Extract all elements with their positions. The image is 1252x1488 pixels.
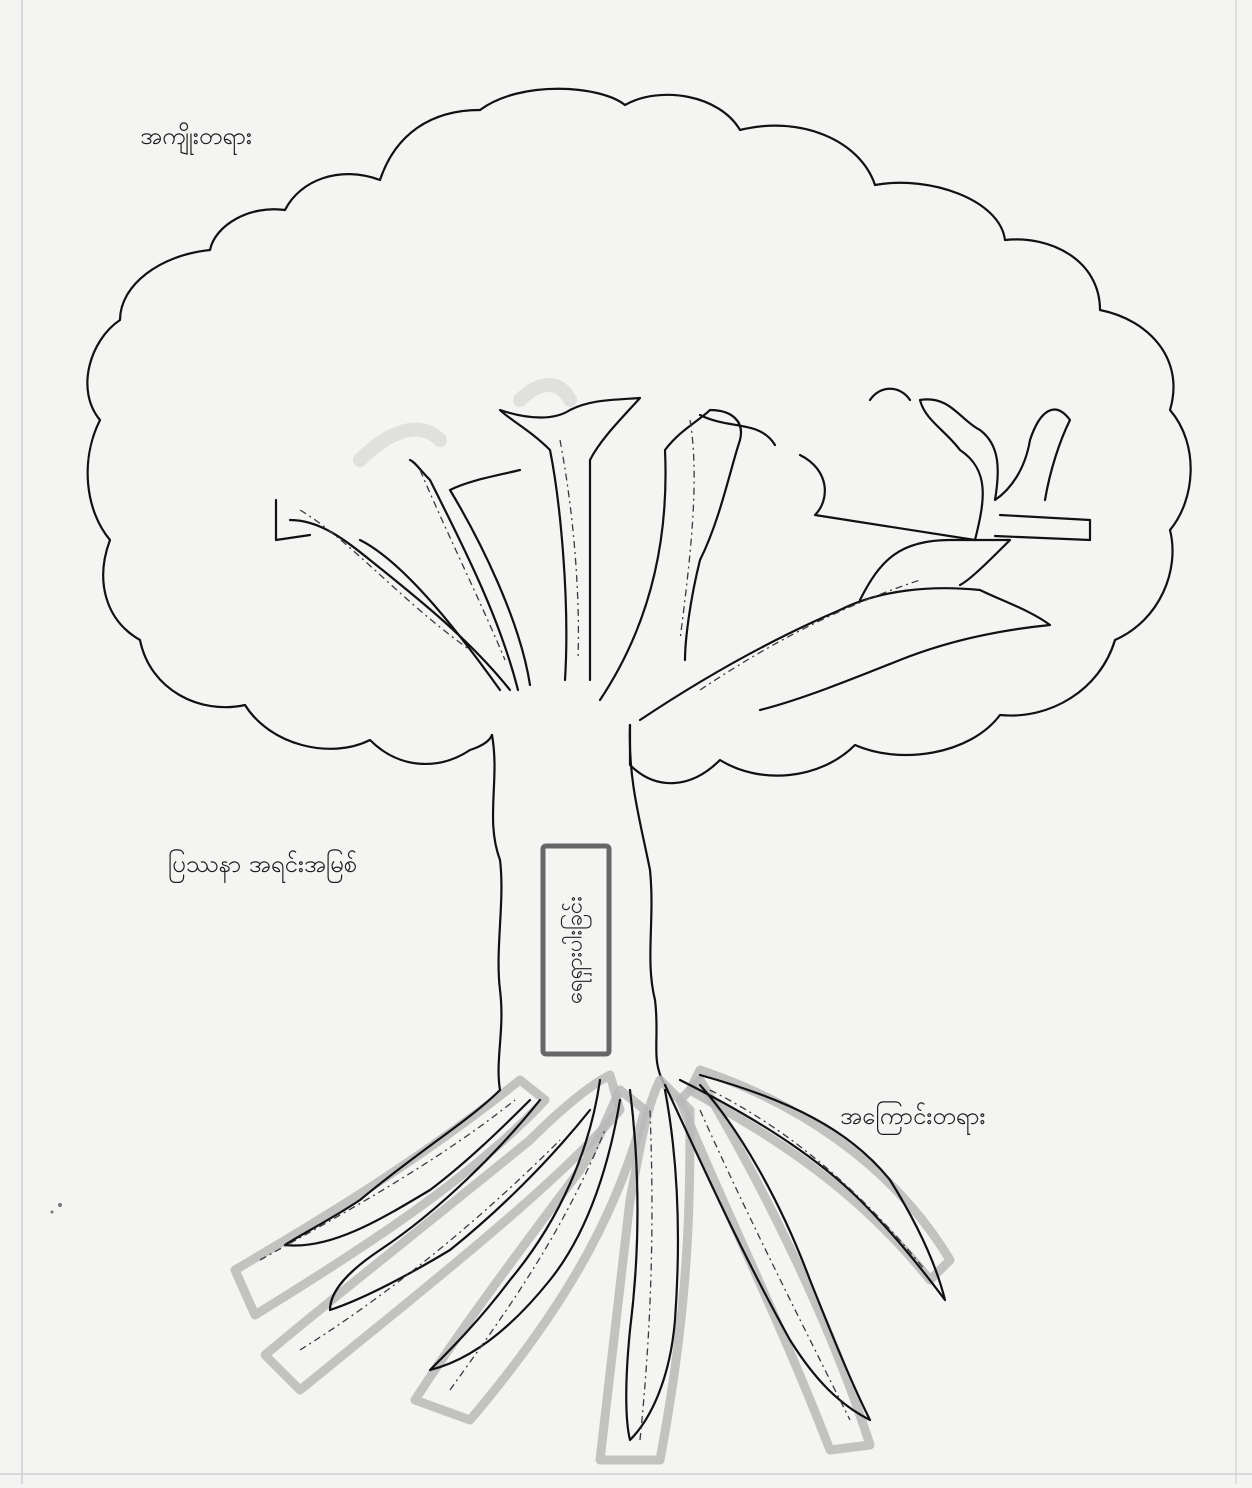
- branch-3: [500, 398, 640, 680]
- speck-1: [58, 1203, 62, 1207]
- ghost-stroke-2: [520, 385, 570, 400]
- speck-2: [51, 1211, 54, 1214]
- causes-label: အကြောင်းတရား: [840, 1100, 985, 1136]
- root-problem-label: ပြဿနာ အရင်းအမြစ်: [168, 848, 357, 884]
- core-problem-text: ရေရှားပါးခြင်း: [560, 896, 593, 1004]
- branches: [276, 385, 1090, 720]
- ghost-stroke-1: [360, 430, 440, 460]
- branch-1-inner: [360, 540, 500, 690]
- effects-label: အကျိုးတရား: [140, 120, 252, 156]
- branch-4-writing: [680, 420, 694, 640]
- tree-trunk-left-edge: [492, 735, 501, 1090]
- branch-2-inner: [450, 470, 530, 685]
- branch-2: [410, 460, 518, 690]
- branch-2-writing: [420, 470, 505, 660]
- branch-5: [640, 588, 1050, 720]
- root-2-shade: [265, 1075, 620, 1390]
- branch-6-stub: [995, 515, 1090, 540]
- branch-6-tip: [870, 389, 910, 400]
- branch-6: [800, 399, 1070, 540]
- branch-1: [290, 520, 510, 690]
- branch-1-writing: [300, 510, 470, 650]
- branch-4: [600, 410, 741, 700]
- branch-5-fork: [860, 540, 1010, 600]
- tree-trunk-right-edge: [630, 725, 665, 1085]
- tree-canopy-outline: [480, 89, 1191, 783]
- branch-5-writing: [700, 580, 920, 690]
- root-5-writing: [700, 1110, 850, 1420]
